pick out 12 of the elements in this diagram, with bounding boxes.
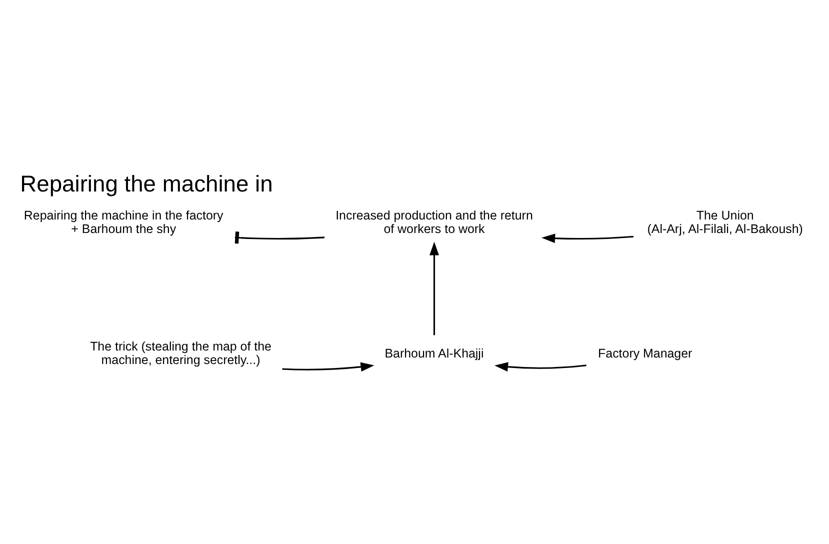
arrow [542,234,634,244]
arrow [282,362,374,372]
node-text: Increased production and the return of workers to work [336,208,533,236]
node-text: The trick (stealing the map of the machine, entering secretly...) [90,340,272,368]
diagram-title: Repairing the machine in [20,170,273,197]
node-text: Factory Manager [598,346,692,360]
arrow [430,242,439,336]
node-text: The Union (Al-Arj, Al-Filali, Al-Bakoush) [647,208,803,236]
connector [234,232,325,244]
node-text: Barhoum Al-Khajji [384,346,484,360]
arrow [494,362,586,372]
node-text: Repairing the machine in the factory + Barhoum the shy [24,208,224,236]
